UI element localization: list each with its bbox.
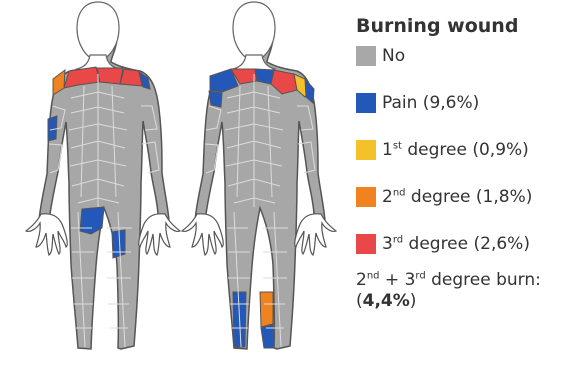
legend-label-first-degree: 1st degree (0,9%) <box>382 140 529 160</box>
back-orange-right-leg <box>260 292 273 327</box>
combined-burn-note-value: 4,4% <box>363 291 410 311</box>
front-head <box>77 2 119 60</box>
back-blue-left-arm-patch <box>209 91 222 107</box>
legend-label-first-degree-superscript: st <box>393 140 402 151</box>
combined-burn-note-sup2: rd <box>415 270 425 281</box>
legend-item-second-degree: 2nd degree (1,8%) <box>356 185 561 209</box>
legend-label-second-degree-superscript: nd <box>393 187 406 198</box>
back-left-hand <box>295 214 336 255</box>
legend-label-pain: Pain (9,6%) <box>382 93 479 113</box>
combined-burn-note: 2nd + 3rd degree burn: (4,4%) <box>356 270 561 312</box>
legend-label-second-degree-number: 2 <box>382 187 393 207</box>
combined-burn-note-open-paren: ( <box>356 291 363 311</box>
back-body-figure <box>182 2 336 349</box>
front-right-hand <box>26 214 67 255</box>
legend: Burning wound No Pain (9,6%) 1st degree … <box>356 14 561 312</box>
combined-burn-note-part2: + 3 <box>380 270 416 290</box>
legend-label-no: No <box>382 46 405 66</box>
back-head <box>233 2 275 60</box>
body-map-svg <box>8 2 348 366</box>
legend-label-second-degree-text: degree (1,8%) <box>406 187 533 207</box>
legend-label-second-degree: 2nd degree (1,8%) <box>382 187 532 207</box>
legend-swatch-no <box>356 46 376 66</box>
legend-item-third-degree: 3rd degree (2,6%) <box>356 232 561 256</box>
legend-swatch-first-degree <box>356 140 376 160</box>
legend-label-third-degree-superscript: rd <box>393 234 403 245</box>
legend-title: Burning wound <box>356 14 561 38</box>
front-left-hand <box>139 214 180 255</box>
body-map-panel <box>8 2 348 366</box>
front-body-figure <box>26 2 180 349</box>
legend-label-third-degree-text: degree (2,6%) <box>403 234 530 254</box>
legend-label-third-degree-number: 3 <box>382 234 393 254</box>
back-right-hand <box>182 214 223 255</box>
combined-burn-note-sup1: nd <box>367 270 380 281</box>
legend-item-pain: Pain (9,6%) <box>356 91 561 115</box>
combined-burn-note-part1: 2 <box>356 270 367 290</box>
combined-burn-note-part3: degree burn: <box>426 270 541 290</box>
front-blue-thigh-right <box>112 230 125 258</box>
legend-label-first-degree-text: degree (0,9%) <box>402 140 529 160</box>
legend-label-first-degree-number: 1 <box>382 140 393 160</box>
front-red-neck <box>97 68 123 84</box>
legend-item-first-degree: 1st degree (0,9%) <box>356 138 561 162</box>
legend-swatch-second-degree <box>356 187 376 207</box>
legend-label-third-degree: 3rd degree (2,6%) <box>382 234 530 254</box>
legend-swatch-pain <box>356 93 376 113</box>
legend-label-pain-main: Pain (9,6%) <box>382 93 479 113</box>
legend-item-no: No <box>356 44 561 68</box>
combined-burn-note-close-paren: ) <box>410 291 417 311</box>
legend-swatch-third-degree <box>356 234 376 254</box>
